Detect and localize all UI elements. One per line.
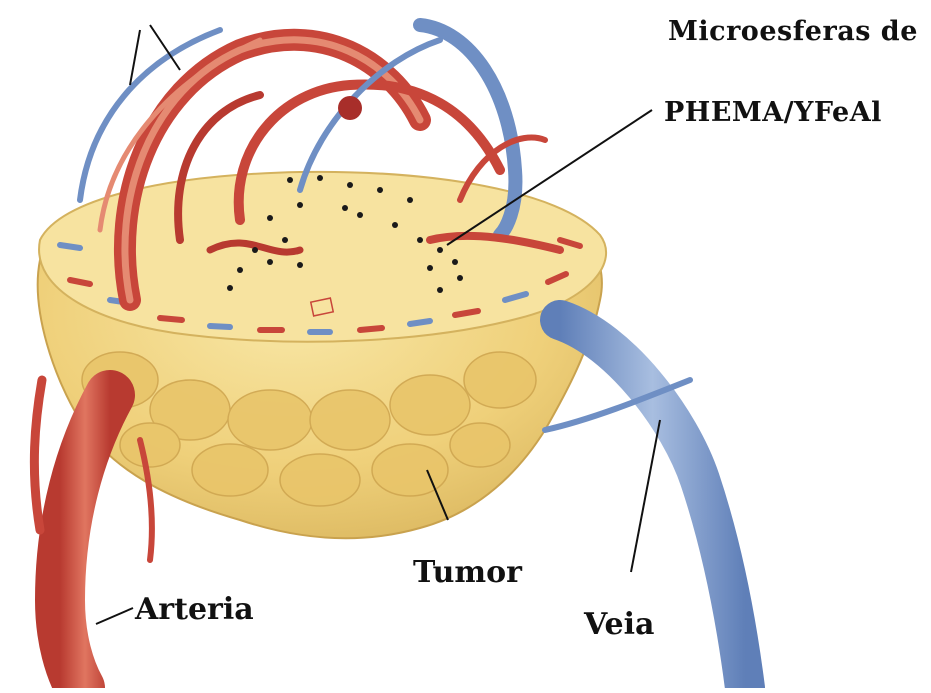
tumor-label: Tumor xyxy=(413,558,522,588)
vessel-cut-end xyxy=(338,96,362,120)
microspheres-label-line1: Microesferas de xyxy=(668,18,918,45)
microspheres-label-line2: PHEMA/YFeAl xyxy=(664,99,882,126)
artery-pointer xyxy=(96,608,133,624)
vein-pointer xyxy=(631,420,660,572)
artery-label: Arteria xyxy=(135,595,254,625)
vein-label: Veia xyxy=(584,610,654,640)
